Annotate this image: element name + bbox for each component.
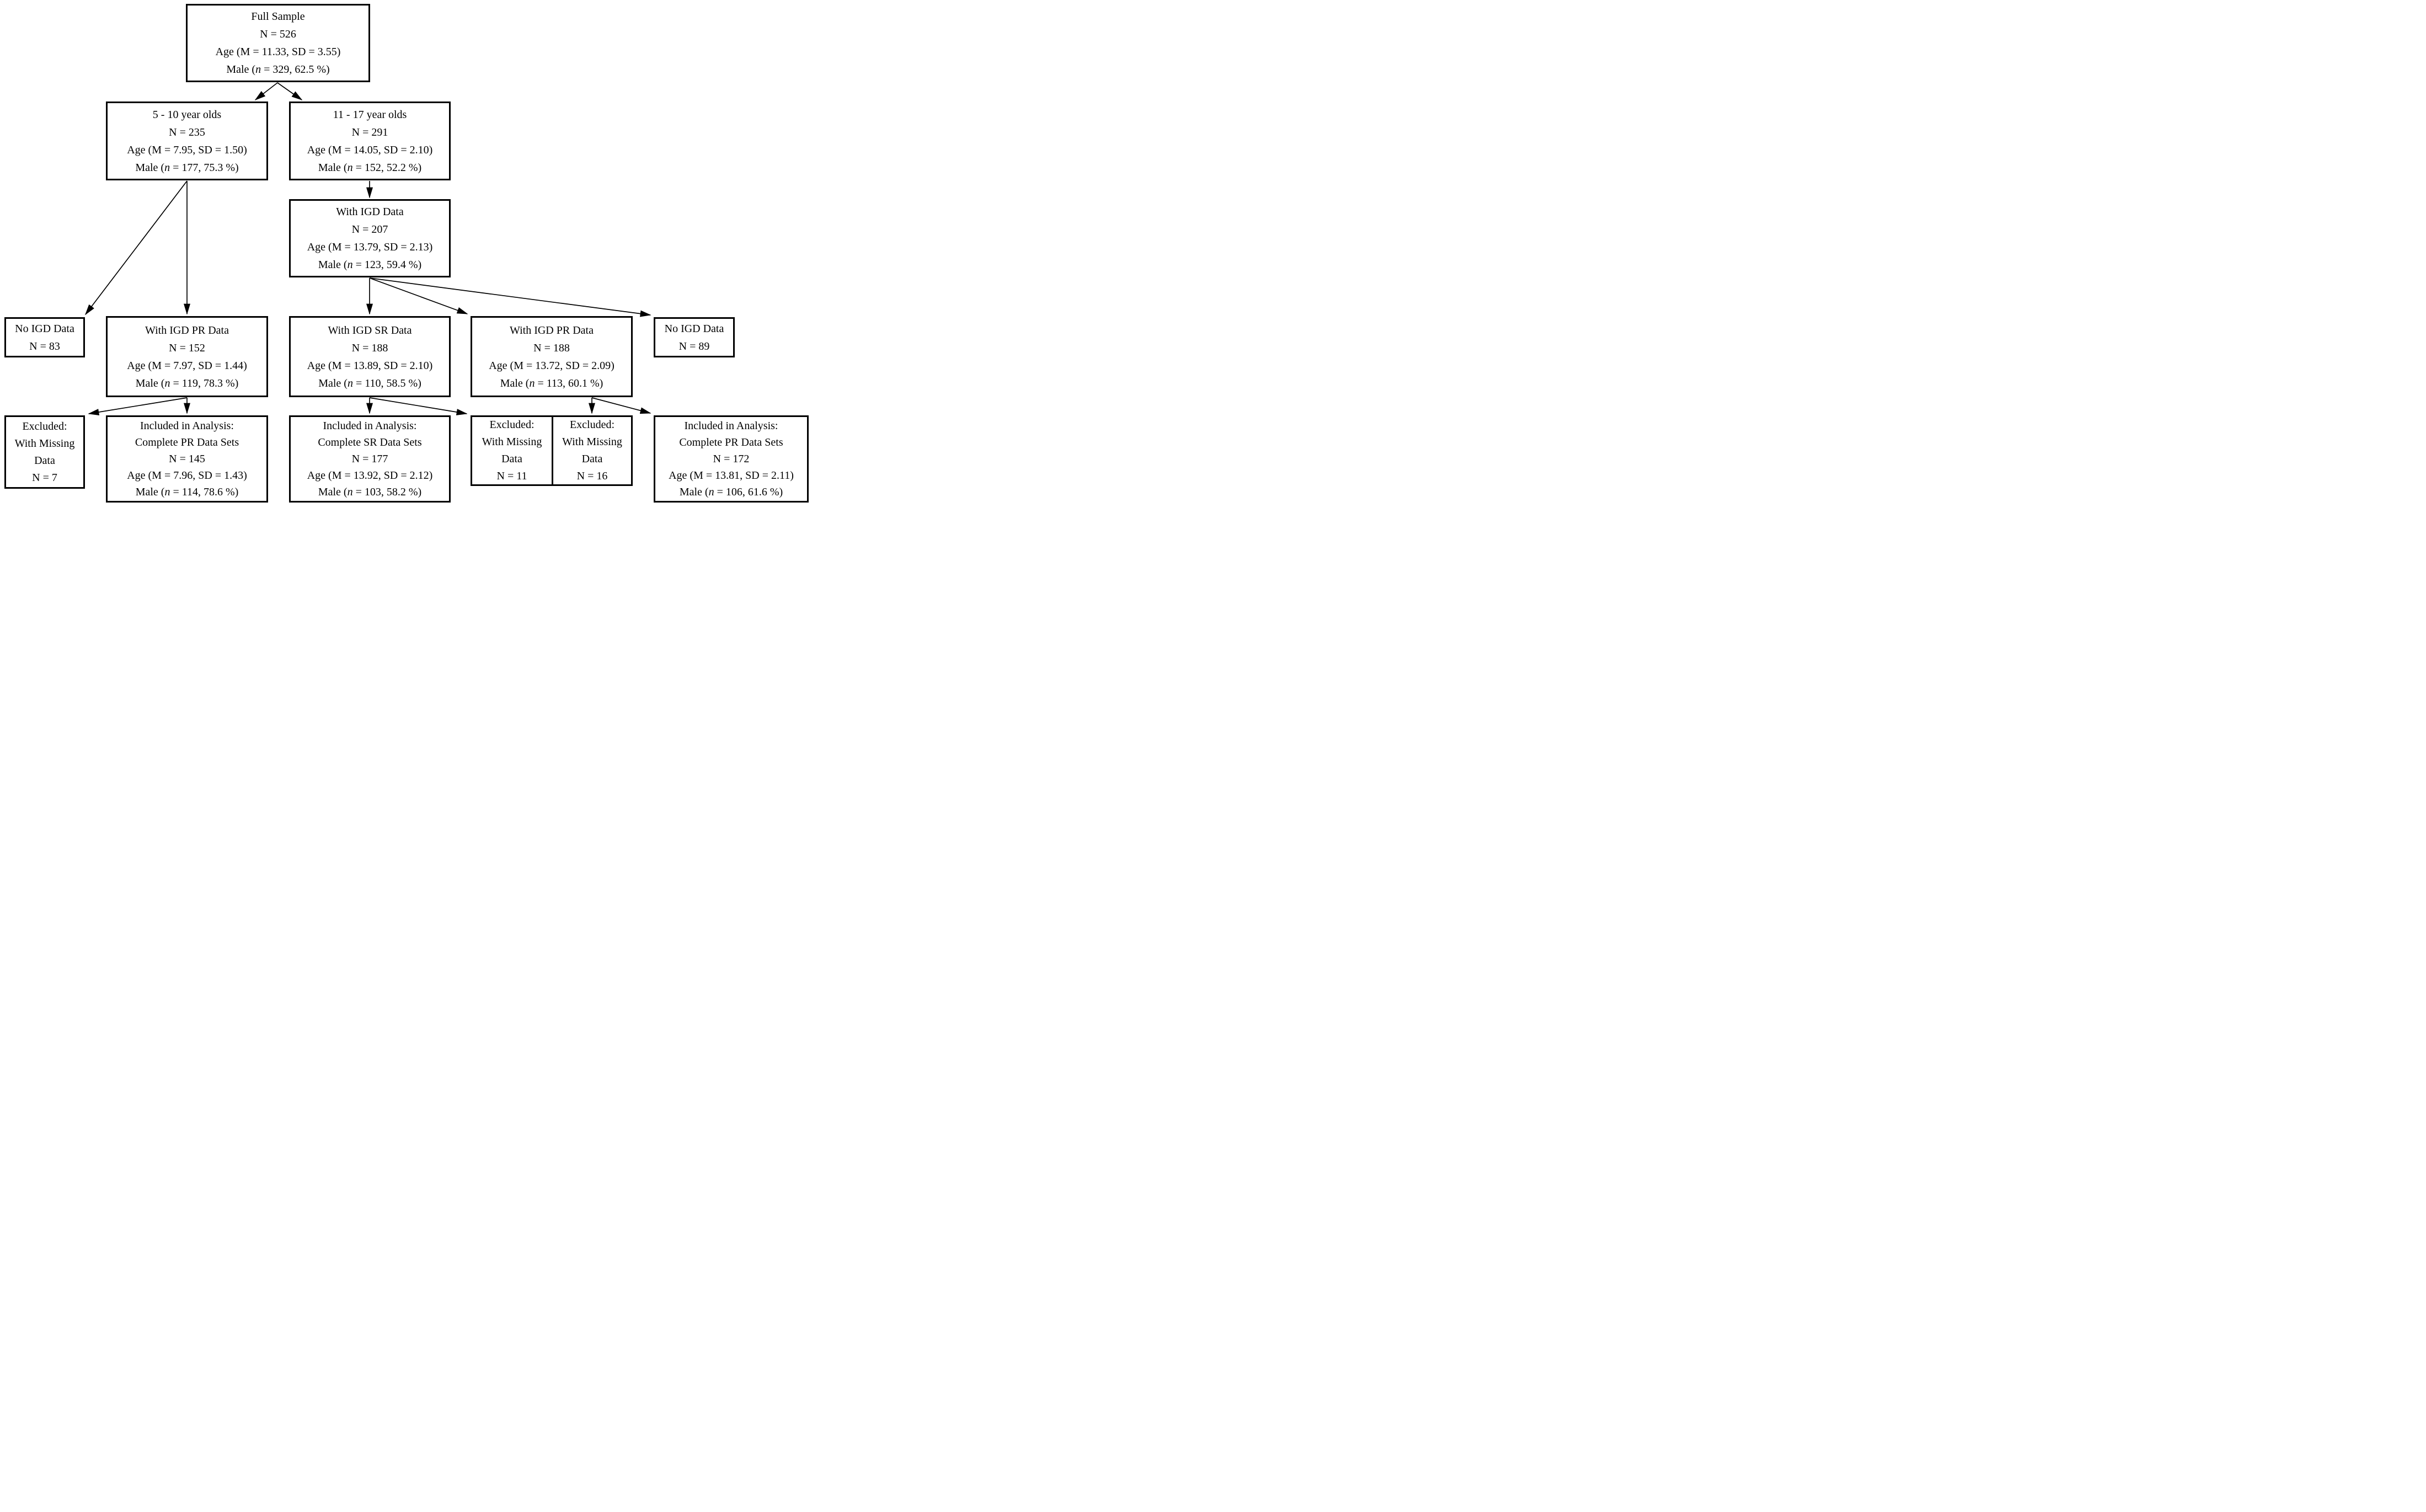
box-line: Included in Analysis: bbox=[684, 420, 778, 432]
arrow-igdpr-left-to-excluded-left bbox=[88, 397, 188, 415]
box-age: Age (M = 11.33, SD = 3.55) bbox=[215, 46, 341, 58]
box-title: With IGD PR Data bbox=[145, 324, 229, 336]
box-line: Excluded: bbox=[569, 419, 615, 431]
box-male: Male (n = 113, 60.1 %) bbox=[500, 377, 603, 389]
box-n: N = 7 bbox=[32, 471, 57, 484]
box-male: Male (n = 119, 78.3 %) bbox=[135, 377, 239, 389]
box-n: N = 83 bbox=[29, 340, 60, 352]
box-male: Male (n = 110, 58.5 %) bbox=[318, 377, 421, 389]
box-line: Included in Analysis: bbox=[323, 420, 417, 432]
box-with-igd-pr-data-right: With IGD PR Data N = 188 Age (M = 13.72,… bbox=[471, 316, 633, 397]
box-title: 11 - 17 year olds bbox=[333, 108, 407, 121]
box-with-igd-sr-data: With IGD SR Data N = 188 Age (M = 13.89,… bbox=[289, 316, 451, 397]
box-n: N = 11 bbox=[496, 470, 527, 482]
arrow-igdsr-to-excluded-mid-1 bbox=[369, 397, 468, 415]
box-title: Full Sample bbox=[251, 10, 305, 23]
box-line: With Missing bbox=[562, 436, 622, 448]
box-male: Male (n = 106, 61.6 %) bbox=[679, 486, 783, 498]
box-with-igd-pr-data-left: With IGD PR Data N = 152 Age (M = 7.97, … bbox=[106, 316, 268, 397]
box-title: 5 - 10 year olds bbox=[152, 108, 222, 121]
arrow-withigd-to-noigd-right bbox=[369, 277, 651, 317]
box-included-complete-pr-left: Included in Analysis: Complete PR Data S… bbox=[106, 415, 268, 503]
box-title: No IGD Data bbox=[15, 322, 74, 335]
box-age: Age (M = 14.05, SD = 2.10) bbox=[307, 143, 433, 156]
box-line: With Missing bbox=[482, 436, 542, 448]
box-n: N = 235 bbox=[169, 126, 205, 138]
box-n: N = 188 bbox=[351, 341, 388, 354]
box-n: N = 207 bbox=[351, 223, 388, 236]
box-male: Male (n = 152, 52.2 %) bbox=[318, 161, 422, 174]
box-11-17-year-olds: 11 - 17 year olds N = 291 Age (M = 14.05… bbox=[289, 101, 451, 180]
box-line: Data bbox=[501, 453, 522, 465]
box-n: N = 188 bbox=[533, 341, 570, 354]
box-male: Male (n = 329, 62.5 %) bbox=[226, 63, 330, 76]
flow-arrows-layer bbox=[85, 82, 651, 415]
box-line: Data bbox=[581, 453, 603, 465]
box-n: N = 177 bbox=[351, 453, 388, 465]
box-male: Male (n = 123, 59.4 %) bbox=[318, 259, 422, 271]
box-with-igd-data: With IGD Data N = 207 Age (M = 13.79, SD… bbox=[289, 199, 451, 277]
arrow-fullsample-to-5-10 bbox=[254, 82, 278, 100]
box-male: Male (n = 103, 58.2 %) bbox=[318, 486, 422, 498]
box-included-complete-pr-right: Included in Analysis: Complete PR Data S… bbox=[654, 415, 809, 503]
arrow-igdpr-right-to-included-pr-right bbox=[591, 397, 651, 414]
box-age: Age (M = 7.95, SD = 1.50) bbox=[127, 143, 247, 156]
box-male: Male (n = 177, 75.3 %) bbox=[135, 161, 239, 174]
box-male: Male (n = 114, 78.6 %) bbox=[135, 486, 239, 498]
arrow-5-10-to-noigd-left bbox=[85, 180, 188, 316]
box-n: N = 152 bbox=[169, 341, 205, 354]
box-title: With IGD PR Data bbox=[510, 324, 594, 336]
box-age: Age (M = 13.79, SD = 2.13) bbox=[307, 241, 433, 253]
box-line: Complete SR Data Sets bbox=[318, 436, 422, 448]
box-full-sample: Full Sample N = 526 Age (M = 11.33, SD =… bbox=[186, 4, 370, 82]
box-line: Excluded: bbox=[489, 419, 535, 431]
box-n: N = 526 bbox=[260, 28, 296, 40]
box-line: Data bbox=[34, 454, 55, 467]
box-line: Excluded: bbox=[22, 420, 67, 432]
box-title: With IGD Data bbox=[336, 206, 404, 218]
box-line: Included in Analysis: bbox=[140, 420, 234, 432]
arrow-fullsample-to-11-17 bbox=[277, 82, 303, 100]
box-line: With Missing bbox=[14, 437, 75, 450]
arrow-withigd-to-igdpr-right bbox=[369, 277, 468, 314]
box-age: Age (M = 7.97, SD = 1.44) bbox=[127, 359, 247, 372]
box-age: Age (M = 13.89, SD = 2.10) bbox=[307, 359, 433, 372]
box-excluded-missing-data-mid-1: Excluded: With Missing Data N = 11 bbox=[471, 415, 553, 486]
flow-diagram: Full Sample N = 526 Age (M = 11.33, SD =… bbox=[0, 0, 809, 504]
box-n: N = 291 bbox=[351, 126, 388, 138]
box-n: N = 145 bbox=[169, 453, 205, 465]
box-n: N = 89 bbox=[678, 340, 710, 352]
box-no-igd-data-left: No IGD Data N = 83 bbox=[4, 317, 85, 357]
box-line: Complete PR Data Sets bbox=[679, 436, 783, 448]
box-5-10-year-olds: 5 - 10 year olds N = 235 Age (M = 7.95, … bbox=[106, 101, 268, 180]
box-n: N = 172 bbox=[713, 453, 750, 465]
box-age: Age (M = 13.92, SD = 2.12) bbox=[307, 469, 433, 482]
box-line: Complete PR Data Sets bbox=[135, 436, 239, 448]
box-age: Age (M = 13.81, SD = 2.11) bbox=[669, 469, 794, 482]
box-age: Age (M = 13.72, SD = 2.09) bbox=[489, 359, 614, 372]
box-included-complete-sr: Included in Analysis: Complete SR Data S… bbox=[289, 415, 451, 503]
box-title: No IGD Data bbox=[664, 322, 724, 335]
box-excluded-missing-data-mid-2: Excluded: With Missing Data N = 16 bbox=[552, 415, 633, 486]
box-age: Age (M = 7.96, SD = 1.43) bbox=[127, 469, 247, 482]
box-title: With IGD SR Data bbox=[328, 324, 412, 336]
box-excluded-missing-data-left: Excluded: With Missing Data N = 7 bbox=[4, 415, 85, 489]
box-n: N = 16 bbox=[576, 470, 608, 482]
box-no-igd-data-right: No IGD Data N = 89 bbox=[654, 317, 735, 357]
